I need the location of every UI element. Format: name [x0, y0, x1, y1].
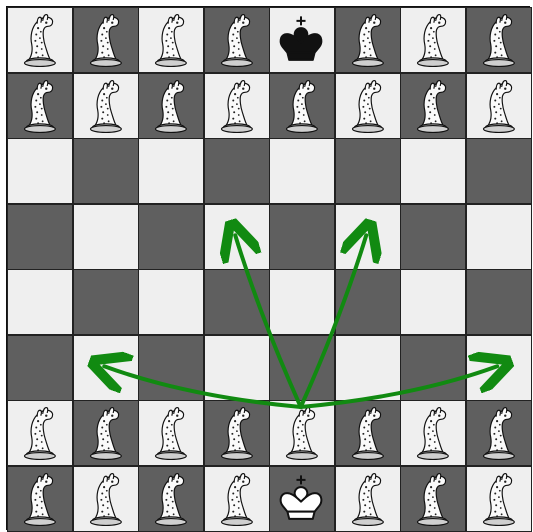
board-square[interactable]	[269, 73, 335, 139]
giraffe-piece-icon[interactable]	[10, 469, 68, 527]
giraffe-piece-icon[interactable]	[141, 10, 199, 68]
board-square[interactable]	[73, 466, 139, 532]
giraffe-piece-icon[interactable]	[403, 76, 461, 134]
board-square[interactable]	[73, 204, 139, 270]
board-square[interactable]	[7, 400, 73, 466]
board-square[interactable]	[7, 7, 73, 73]
giraffe-piece-icon[interactable]	[10, 10, 68, 68]
board-square[interactable]	[269, 7, 335, 73]
board-square[interactable]	[7, 204, 73, 270]
board-square[interactable]	[138, 335, 204, 401]
board-square[interactable]	[335, 73, 401, 139]
giraffe-piece-icon[interactable]	[272, 76, 330, 134]
giraffe-piece-icon[interactable]	[76, 469, 134, 527]
board-square[interactable]	[204, 466, 270, 532]
board-square[interactable]	[204, 400, 270, 466]
board-square[interactable]	[269, 204, 335, 270]
board-square[interactable]	[466, 204, 532, 270]
board-square[interactable]	[204, 73, 270, 139]
giraffe-piece-icon[interactable]	[403, 403, 461, 461]
board-square[interactable]	[335, 269, 401, 335]
giraffe-piece-icon[interactable]	[469, 469, 527, 527]
board-square[interactable]	[335, 400, 401, 466]
board-square[interactable]	[269, 466, 335, 532]
giraffe-piece-icon[interactable]	[469, 10, 527, 68]
board-square[interactable]	[400, 400, 466, 466]
board-square[interactable]	[335, 204, 401, 270]
board-square[interactable]	[269, 335, 335, 401]
giraffe-piece-icon[interactable]	[272, 403, 330, 461]
board-square[interactable]	[138, 466, 204, 532]
board-square[interactable]	[466, 138, 532, 204]
board-square[interactable]	[204, 335, 270, 401]
board-square[interactable]	[7, 138, 73, 204]
board-square[interactable]	[400, 73, 466, 139]
board-square[interactable]	[335, 335, 401, 401]
giraffe-piece-icon[interactable]	[207, 469, 265, 527]
giraffe-piece-icon[interactable]	[403, 10, 461, 68]
board-square[interactable]	[269, 400, 335, 466]
board-square[interactable]	[73, 335, 139, 401]
board-square[interactable]	[466, 7, 532, 73]
board-square[interactable]	[204, 7, 270, 73]
board-square[interactable]	[400, 466, 466, 532]
board-square[interactable]	[204, 269, 270, 335]
board-square[interactable]	[204, 204, 270, 270]
board-square[interactable]	[7, 335, 73, 401]
board-square[interactable]	[7, 466, 73, 532]
giraffe-piece-icon[interactable]	[10, 76, 68, 134]
board-square[interactable]	[400, 138, 466, 204]
board-square[interactable]	[138, 269, 204, 335]
board-square[interactable]	[138, 204, 204, 270]
board-square[interactable]	[400, 204, 466, 270]
giraffe-piece-icon[interactable]	[338, 403, 396, 461]
board-square[interactable]	[73, 269, 139, 335]
board-square[interactable]	[204, 138, 270, 204]
board-square[interactable]	[466, 73, 532, 139]
board-square[interactable]	[73, 7, 139, 73]
giraffe-piece-icon[interactable]	[338, 10, 396, 68]
board-square[interactable]	[73, 138, 139, 204]
board-square[interactable]	[7, 73, 73, 139]
board-square[interactable]	[466, 400, 532, 466]
board-square[interactable]	[73, 73, 139, 139]
board-square[interactable]	[73, 400, 139, 466]
giraffe-piece-icon[interactable]	[141, 403, 199, 461]
board-square[interactable]	[335, 138, 401, 204]
giraffe-piece-icon[interactable]	[141, 469, 199, 527]
board-square[interactable]	[400, 269, 466, 335]
giraffe-piece-icon[interactable]	[207, 76, 265, 134]
giraffe-piece-icon[interactable]	[338, 76, 396, 134]
board-square[interactable]	[335, 7, 401, 73]
giraffe-piece-icon[interactable]	[469, 403, 527, 461]
board-square[interactable]	[269, 269, 335, 335]
board-square[interactable]	[138, 7, 204, 73]
giraffe-piece-icon[interactable]	[207, 403, 265, 461]
board-square[interactable]	[466, 466, 532, 532]
board-square[interactable]	[400, 335, 466, 401]
giraffe-piece-icon[interactable]	[207, 10, 265, 68]
giraffe-piece-icon[interactable]	[76, 403, 134, 461]
board-square[interactable]	[138, 400, 204, 466]
board-square[interactable]	[466, 335, 532, 401]
giraffe-piece-icon[interactable]	[469, 76, 527, 134]
giraffe-piece-icon[interactable]	[338, 469, 396, 527]
board-square[interactable]	[466, 269, 532, 335]
giraffe-piece-icon[interactable]	[141, 76, 199, 134]
board-square[interactable]	[138, 73, 204, 139]
giraffe-piece-icon[interactable]	[76, 10, 134, 68]
white-king-icon[interactable]	[272, 469, 330, 527]
board-square[interactable]	[269, 138, 335, 204]
black-king-icon[interactable]	[272, 10, 330, 68]
board-square[interactable]	[335, 466, 401, 532]
giraffe-piece-icon[interactable]	[10, 403, 68, 461]
giraffe-piece-icon[interactable]	[403, 469, 461, 527]
board-square[interactable]	[138, 138, 204, 204]
chess-board[interactable]	[6, 6, 530, 530]
board-square[interactable]	[400, 7, 466, 73]
giraffe-piece-icon[interactable]	[76, 76, 134, 134]
board-square[interactable]	[7, 269, 73, 335]
